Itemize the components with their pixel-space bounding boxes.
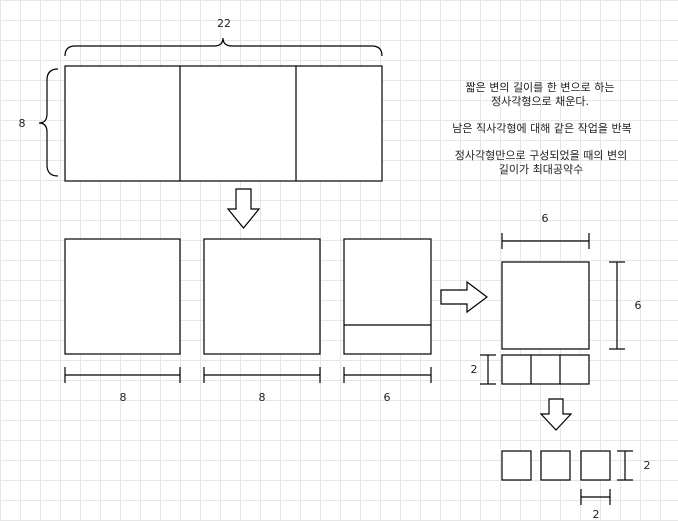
- dim-small-squares-width: [580, 489, 611, 505]
- down-arrow-icon: [226, 188, 261, 229]
- square-a-label: 8: [120, 391, 127, 404]
- dim-square-b: [203, 367, 321, 383]
- small-squares-strip: [501, 354, 590, 385]
- dim-right-square-height: [609, 261, 625, 350]
- height-brace: [38, 68, 59, 177]
- small-square-2: [540, 450, 571, 481]
- remainder-rectangle: [343, 238, 432, 355]
- width-brace: [64, 37, 383, 57]
- small-squares-width-label: 2: [593, 508, 600, 521]
- right-square-height-label: 6: [635, 299, 642, 312]
- note-line-4: 정사각형만으로 구성되었을 때의 변의: [455, 149, 627, 162]
- note-line-2: 정사각형으로 채운다.: [491, 95, 589, 108]
- remainder-width-label: 6: [384, 391, 391, 404]
- top-width-label: 22: [217, 17, 231, 30]
- top-rectangle-outline: [64, 65, 383, 182]
- dim-strip-height: [480, 354, 496, 385]
- down-arrow-icon-2: [539, 398, 573, 431]
- top-rectangle: [64, 65, 383, 182]
- small-squares-height-label: 2: [644, 459, 651, 472]
- right-square-width-label: 6: [542, 212, 549, 225]
- note-line-3: 남은 직사각형에 대해 같은 작업을 반복: [452, 121, 631, 135]
- top-height-label: 8: [19, 117, 26, 130]
- strip-outline: [501, 354, 590, 385]
- dim-remainder: [343, 367, 432, 383]
- note-line-1: 짧은 변의 길이를 한 변으로 하는: [465, 80, 614, 94]
- right-arrow-icon: [440, 280, 488, 314]
- small-square-1: [501, 450, 532, 481]
- note-line-5: 길이가 최대공약수: [499, 162, 583, 176]
- strip-height-label: 2: [471, 363, 478, 376]
- dim-square-a: [64, 367, 181, 383]
- square-a: [64, 238, 181, 355]
- right-square: [501, 261, 590, 350]
- square-b-label: 8: [259, 391, 266, 404]
- remainder-outline: [343, 238, 432, 355]
- dim-right-square-width: [501, 233, 590, 249]
- dim-small-squares-height: [617, 450, 633, 481]
- square-b: [203, 238, 321, 355]
- small-square-3: [580, 450, 611, 481]
